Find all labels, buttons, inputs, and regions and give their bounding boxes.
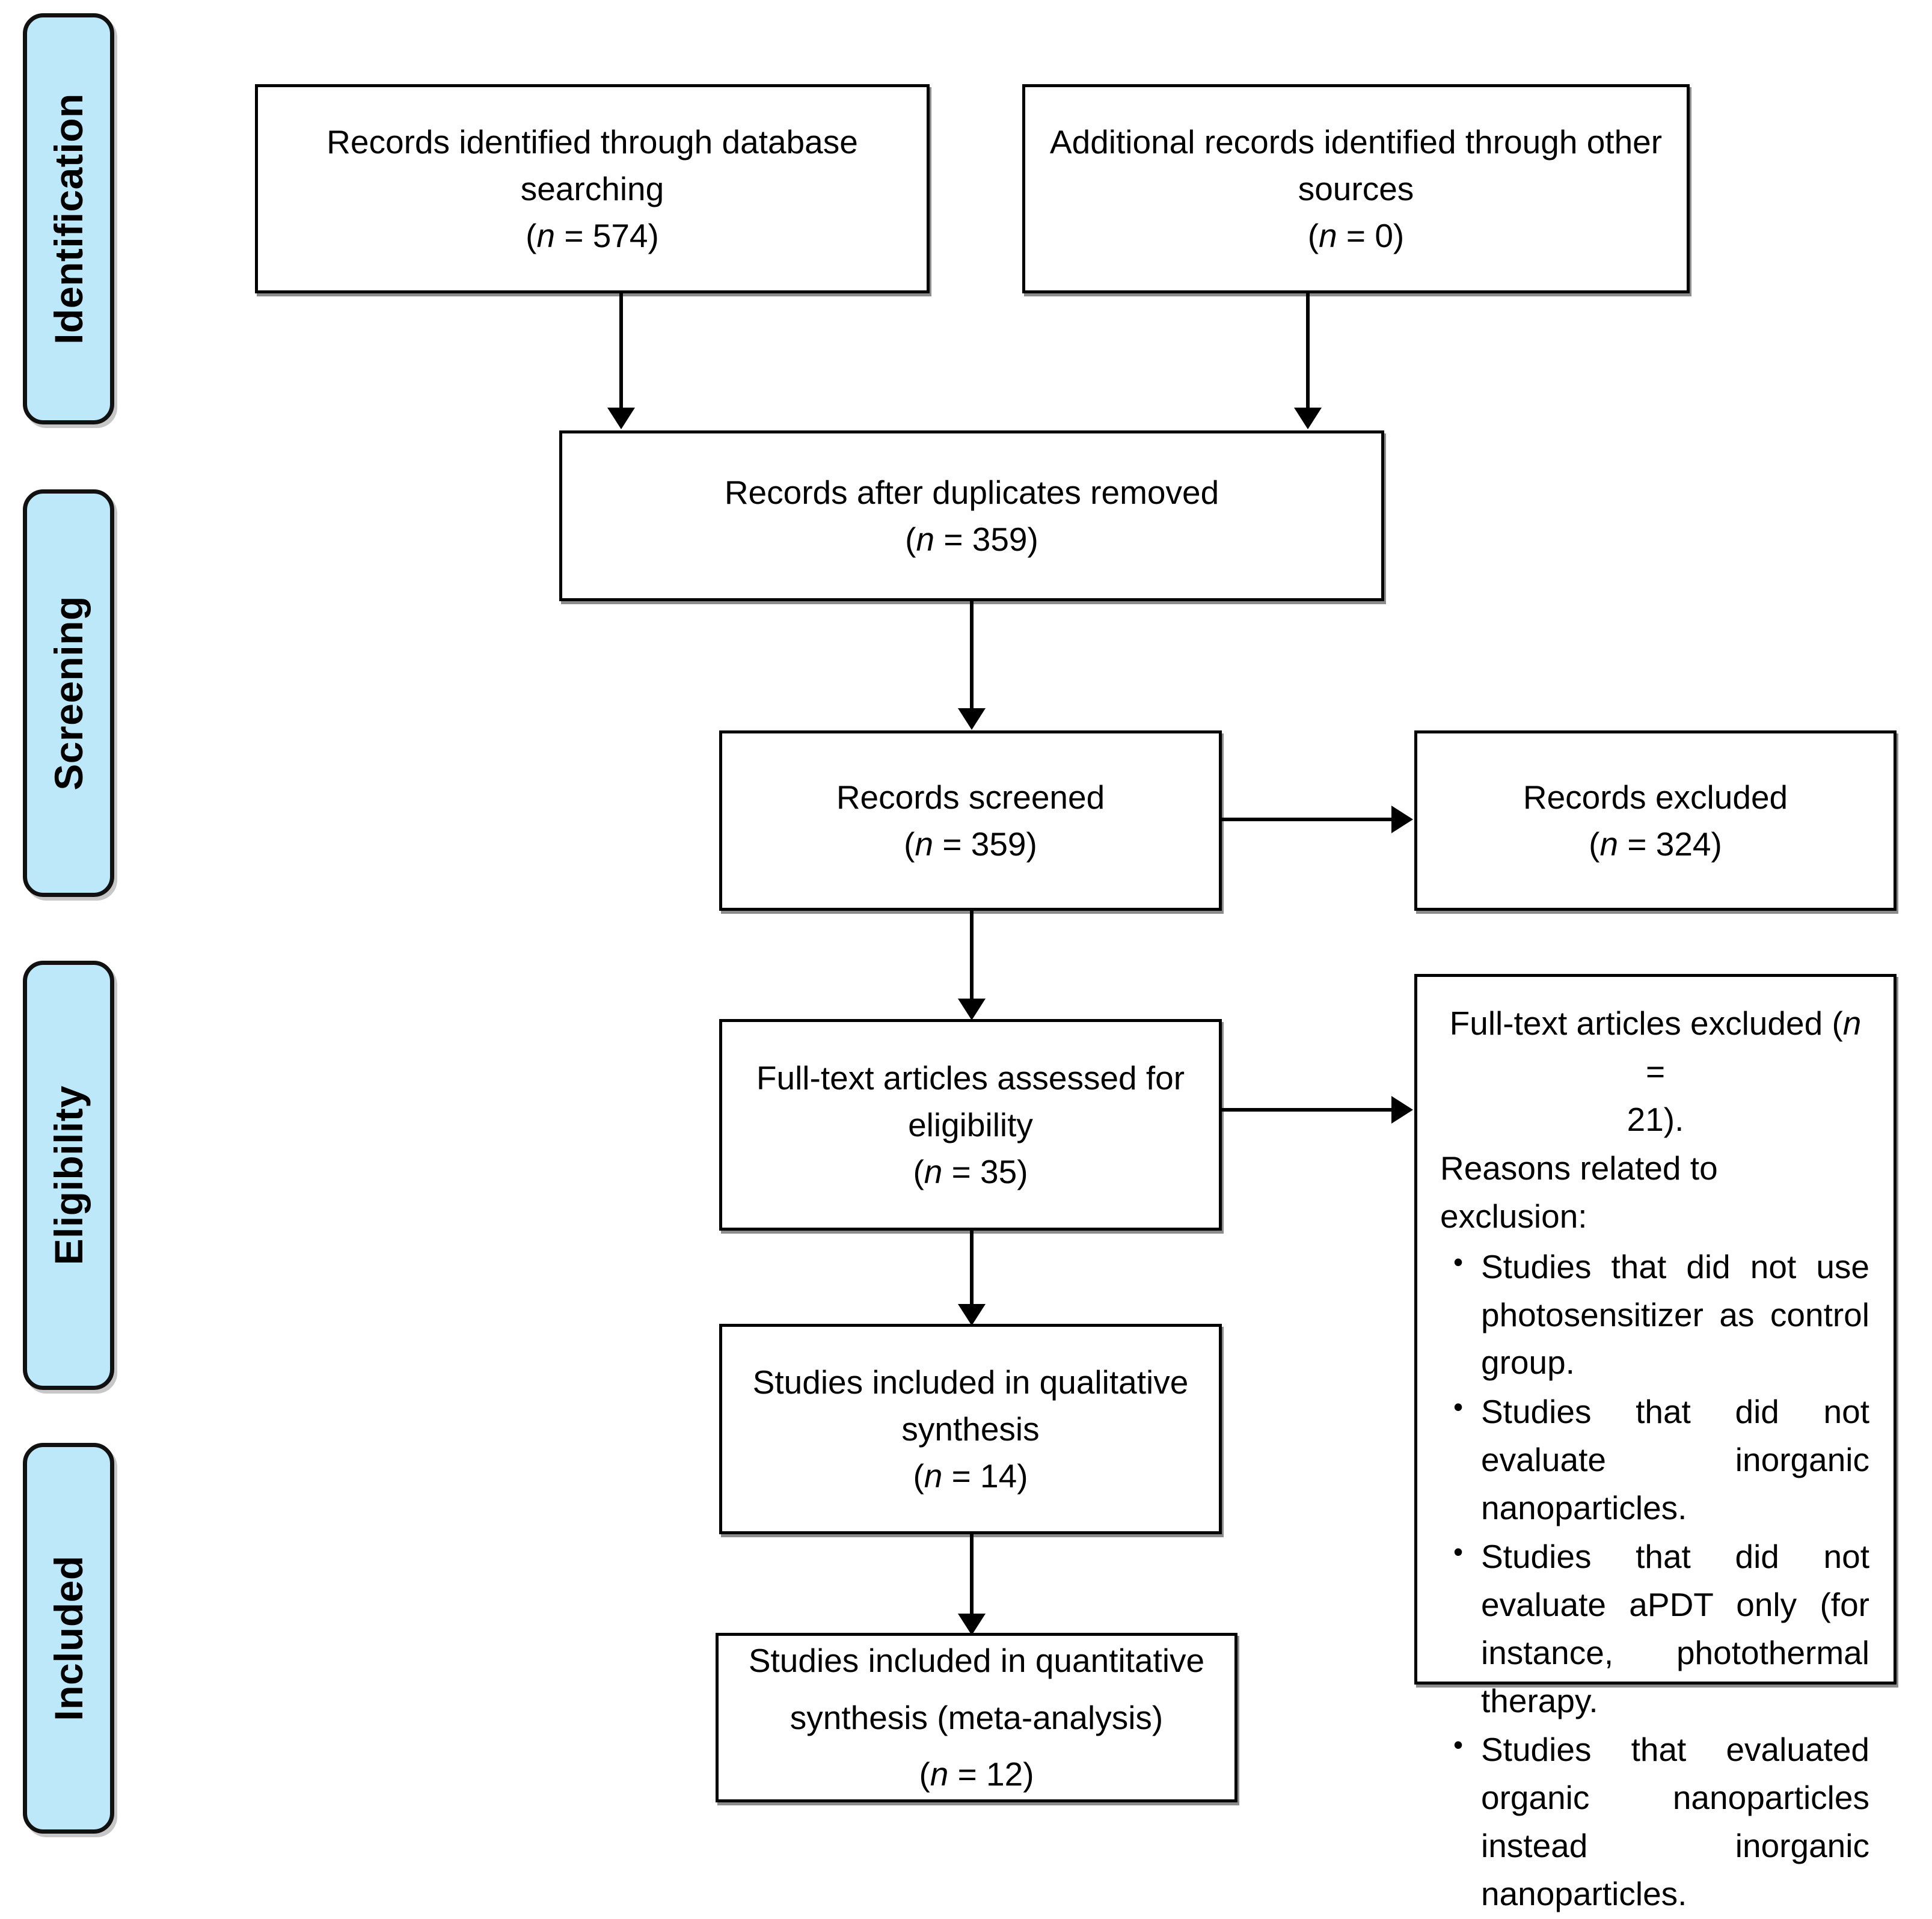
prisma-flow-diagram: Identification Screening Eligibility Inc… xyxy=(0,0,1932,1856)
box-records-identified-database: Records identified through database sear… xyxy=(255,84,930,293)
box-line-1: Studies included in quantitative xyxy=(748,1642,1205,1680)
box-count: (n = 12) xyxy=(919,1755,1034,1793)
stage-pill-included: Included xyxy=(23,1443,114,1834)
arrowhead-fulltext-to-reasons xyxy=(1391,1096,1413,1124)
stage-pill-screening: Screening xyxy=(23,489,114,897)
arrowhead-qualitative-to-quantitative xyxy=(958,1614,986,1635)
arrowhead-fulltext-to-qualitative xyxy=(958,1304,986,1326)
box-line-1: Studies included in qualitative xyxy=(752,1363,1189,1401)
connector-database-to-duplicates xyxy=(619,293,623,408)
box-line-1: Records screened xyxy=(836,778,1105,816)
box-records-excluded: Records excluded (n = 324) xyxy=(1414,730,1897,911)
stage-pill-included-label: Included xyxy=(46,1555,91,1721)
box-records-screened: Records screened (n = 359) xyxy=(719,730,1222,911)
connector-screened-to-excluded xyxy=(1222,818,1391,821)
box-fulltext-articles-excluded-reasons: Full-text articles excluded (n =21). Rea… xyxy=(1414,974,1897,1912)
reasons-heading: Full-text articles excluded (n =21). xyxy=(1449,1005,1862,1138)
reasons-list: Studies that did not use photosensitizer… xyxy=(1438,1242,1873,1918)
box-line-1: Full-text articles assessed for xyxy=(756,1059,1185,1097)
box-line-2: eligibility xyxy=(908,1106,1033,1143)
arrowhead-database-to-duplicates xyxy=(607,408,635,429)
box-count: (n = 359) xyxy=(904,825,1037,863)
connector-qualitative-to-quantitative xyxy=(970,1534,974,1614)
reason-item: Studies that did not evaluate inorganic … xyxy=(1453,1387,1869,1532)
box-count: (n = 35) xyxy=(913,1153,1028,1191)
box-records-identified-other-sources: Additional records identified through ot… xyxy=(1022,84,1690,293)
connector-fulltext-to-reasons xyxy=(1222,1108,1391,1112)
box-count: (n = 324) xyxy=(1589,825,1722,863)
box-line-2: searching xyxy=(520,170,664,207)
stage-pill-screening-label: Screening xyxy=(46,596,91,791)
connector-duplicates-to-screened xyxy=(970,601,974,708)
reason-item: Studies that evaluated organic nanoparti… xyxy=(1453,1725,1869,1918)
box-line-1: Records after duplicates removed xyxy=(724,473,1219,511)
reasons-subheading: Reasons related to exclusion: xyxy=(1440,1149,1718,1235)
box-count: (n = 0) xyxy=(1307,217,1405,255)
arrowhead-duplicates-to-screened xyxy=(958,708,986,730)
connector-screened-to-fulltext xyxy=(970,911,974,999)
box-line-2: sources xyxy=(1298,170,1414,207)
box-studies-quantitative-synthesis: Studies included in quantitative synthes… xyxy=(716,1633,1237,1802)
box-studies-qualitative-synthesis: Studies included in qualitative synthesi… xyxy=(719,1324,1222,1534)
box-line-2: synthesis (meta-analysis) xyxy=(790,1698,1164,1736)
reason-item: Studies that did not evaluate aPDT only … xyxy=(1453,1532,1869,1725)
box-count: (n = 14) xyxy=(913,1457,1028,1495)
box-line-1: Records excluded xyxy=(1523,778,1788,816)
connector-fulltext-to-qualitative xyxy=(970,1231,974,1304)
arrowhead-screened-to-excluded xyxy=(1391,806,1413,833)
arrowhead-screened-to-fulltext xyxy=(958,999,986,1020)
box-count: (n = 359) xyxy=(905,521,1038,558)
box-count: (n = 574) xyxy=(526,217,659,255)
reason-item: Studies that did not use photosensitizer… xyxy=(1453,1242,1869,1387)
stage-pill-eligibility-label: Eligibility xyxy=(46,1085,91,1266)
arrowhead-other-sources-to-duplicates xyxy=(1294,408,1322,429)
box-line-2: synthesis xyxy=(901,1410,1040,1448)
box-line-1: Records identified through database xyxy=(327,123,858,161)
box-line-1: Additional records identified through ot… xyxy=(1049,123,1663,161)
box-fulltext-assessed-eligibility: Full-text articles assessed for eligibil… xyxy=(719,1019,1222,1231)
connector-other-sources-to-duplicates xyxy=(1306,293,1310,408)
stage-pill-eligibility: Eligibility xyxy=(23,961,114,1390)
stage-pill-identification: Identification xyxy=(23,13,114,424)
box-records-after-duplicates-removed: Records after duplicates removed (n = 35… xyxy=(559,430,1384,601)
stage-pill-identification-label: Identification xyxy=(46,93,91,344)
